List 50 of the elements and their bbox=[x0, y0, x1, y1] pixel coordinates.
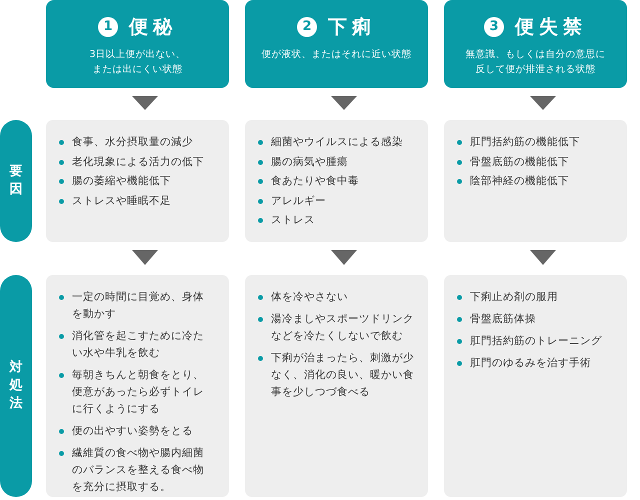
number-badge: 2 bbox=[297, 17, 317, 37]
header-box bbox=[46, 0, 229, 88]
number-badge: 3 bbox=[484, 17, 504, 37]
down-arrow bbox=[132, 96, 158, 110]
list-item: ストレス bbox=[271, 213, 315, 228]
down-arrow bbox=[530, 250, 556, 265]
list-panel bbox=[444, 275, 627, 497]
list-item: 食あたりや食中毒 bbox=[271, 174, 359, 189]
list-item: 肛門括約筋の機能低下 bbox=[470, 135, 580, 150]
header-box bbox=[444, 0, 627, 88]
list-item: 骨盤底筋の機能低下 bbox=[470, 154, 569, 170]
list-item: 消化管を起こすために冷たい水や牛乳を飲む bbox=[72, 329, 205, 361]
list-item: 食事、水分摂取量の減少 bbox=[72, 135, 193, 150]
header-title: 便失禁 bbox=[514, 16, 587, 38]
list-item: 一定の時間に目覚め、身体を動かす bbox=[72, 290, 205, 322]
list-item: 体を冷やさない bbox=[271, 290, 348, 305]
list-item: 腸の萎縮や機能低下 bbox=[72, 174, 171, 189]
down-arrow bbox=[331, 250, 357, 265]
list-item: 陰部神経の機能低下 bbox=[470, 174, 569, 189]
number-badge: 1 bbox=[98, 17, 118, 37]
list-panel bbox=[245, 120, 428, 242]
list-item: 骨盤底筋体操 bbox=[470, 312, 536, 327]
list-item: 毎朝きちんと朝食をとり、便意があったら必ずトイレに行くようにする bbox=[72, 368, 205, 417]
list-panel bbox=[245, 275, 428, 497]
down-arrow bbox=[530, 96, 556, 110]
list-item: 細菌やウイルスによる感染 bbox=[271, 135, 403, 150]
header-description: 3日以上便が出ない、または出にくい状態 bbox=[88, 48, 187, 77]
list-item: 肛門括約筋のトレーニング bbox=[470, 334, 602, 349]
list-item: 下痢止め剤の服用 bbox=[470, 290, 558, 305]
down-arrow bbox=[331, 96, 357, 110]
list-item: 繊維質の食べ物や腸内細菌のバランスを整える食べ物を充分に摂取する。 bbox=[72, 446, 205, 495]
list-item: 下痢が治まったら、刺激が少なく、消化の良い、暖かい食事を少しつづ食べる bbox=[271, 351, 415, 400]
list-item: 肛門のゆるみを治す手術 bbox=[470, 356, 591, 371]
header-title: 下痢 bbox=[327, 16, 376, 38]
list-item: 湯冷ましやスポーツドリンクなどを冷たくしないで飲む bbox=[271, 312, 415, 344]
row-label-tab: 対処法 bbox=[0, 275, 32, 497]
header-description: 無意識、もしくは自分の意思に反して便が排泄される状態 bbox=[464, 48, 606, 77]
header-box bbox=[245, 0, 428, 88]
header-title: 便秘 bbox=[128, 16, 177, 38]
list-item: 老化現象による活力の低下 bbox=[72, 154, 204, 170]
list-item: アレルギー bbox=[271, 194, 326, 208]
row-label-tab: 要因 bbox=[0, 120, 32, 242]
list-item: ストレスや睡眠不足 bbox=[72, 194, 171, 208]
list-panel bbox=[46, 120, 229, 242]
header-description: 便が液状、またはそれに近い状態 bbox=[262, 48, 412, 62]
list-panel bbox=[444, 120, 627, 242]
list-item: 腸の病気や腫瘍 bbox=[271, 154, 348, 170]
list-panel bbox=[46, 275, 229, 497]
list-item: 便の出やすい姿勢をとる bbox=[72, 424, 193, 439]
down-arrow bbox=[132, 250, 158, 265]
